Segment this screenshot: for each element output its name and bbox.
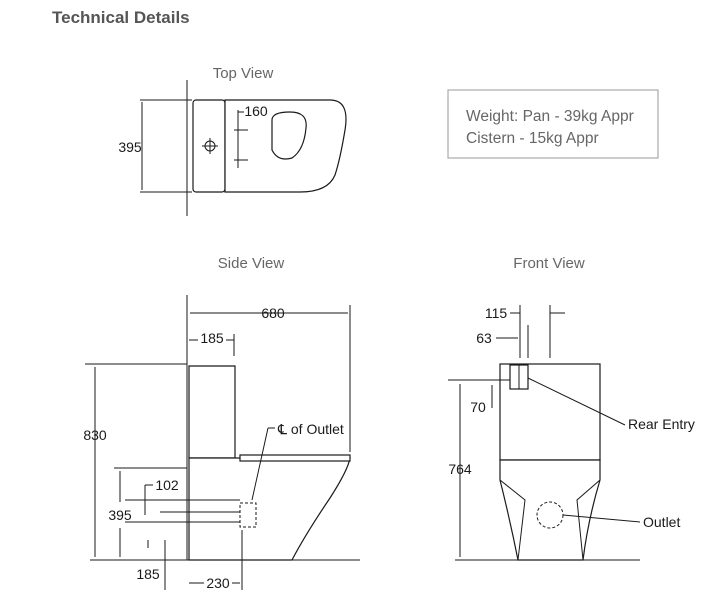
top-view-title: Top View (213, 65, 274, 82)
front-view: Front View 115 63 70 764 Rear Entry (448, 255, 695, 561)
dim-115: 115 (485, 305, 508, 321)
label-outlet: Outlet (643, 514, 680, 530)
dim-395-top: 395 (118, 139, 142, 155)
dim-102: 102 (155, 477, 179, 493)
side-outlet (239, 502, 257, 528)
side-cistern (188, 365, 236, 459)
dim-185-bottom: 185 (136, 566, 160, 582)
dim-185-top: 185 (200, 330, 224, 346)
front-outlet (536, 501, 564, 529)
side-view: Side View 680 185 830 395 102 (83, 255, 360, 591)
dim-395-side: 395 (108, 507, 132, 523)
page-title: Technical Details (52, 8, 190, 27)
dim-70: 70 (470, 399, 486, 415)
side-view-title: Side View (218, 255, 285, 272)
bowl-outline (271, 111, 307, 160)
label-rear-entry: Rear Entry (628, 416, 695, 432)
front-view-title: Front View (513, 255, 585, 272)
dim-63: 63 (476, 330, 492, 346)
weight-line-1: Weight: Pan - 39kg Appr (466, 108, 634, 125)
top-view: Top View 395 160 (118, 65, 347, 216)
dim-230: 230 (206, 575, 230, 591)
dim-160: 160 (244, 103, 268, 119)
fixing-point (204, 140, 216, 152)
label-outlet-centre: ℄ of Outlet (277, 421, 344, 437)
weight-box: Weight: Pan - 39kg Appr Cistern - 15kg A… (447, 89, 659, 159)
side-seat (239, 454, 351, 462)
dim-680: 680 (261, 305, 285, 321)
weight-line-2: Cistern - 15kg Appr (466, 130, 599, 147)
side-pan (188, 457, 351, 561)
dim-830: 830 (83, 427, 107, 443)
dim-764: 764 (448, 461, 472, 477)
